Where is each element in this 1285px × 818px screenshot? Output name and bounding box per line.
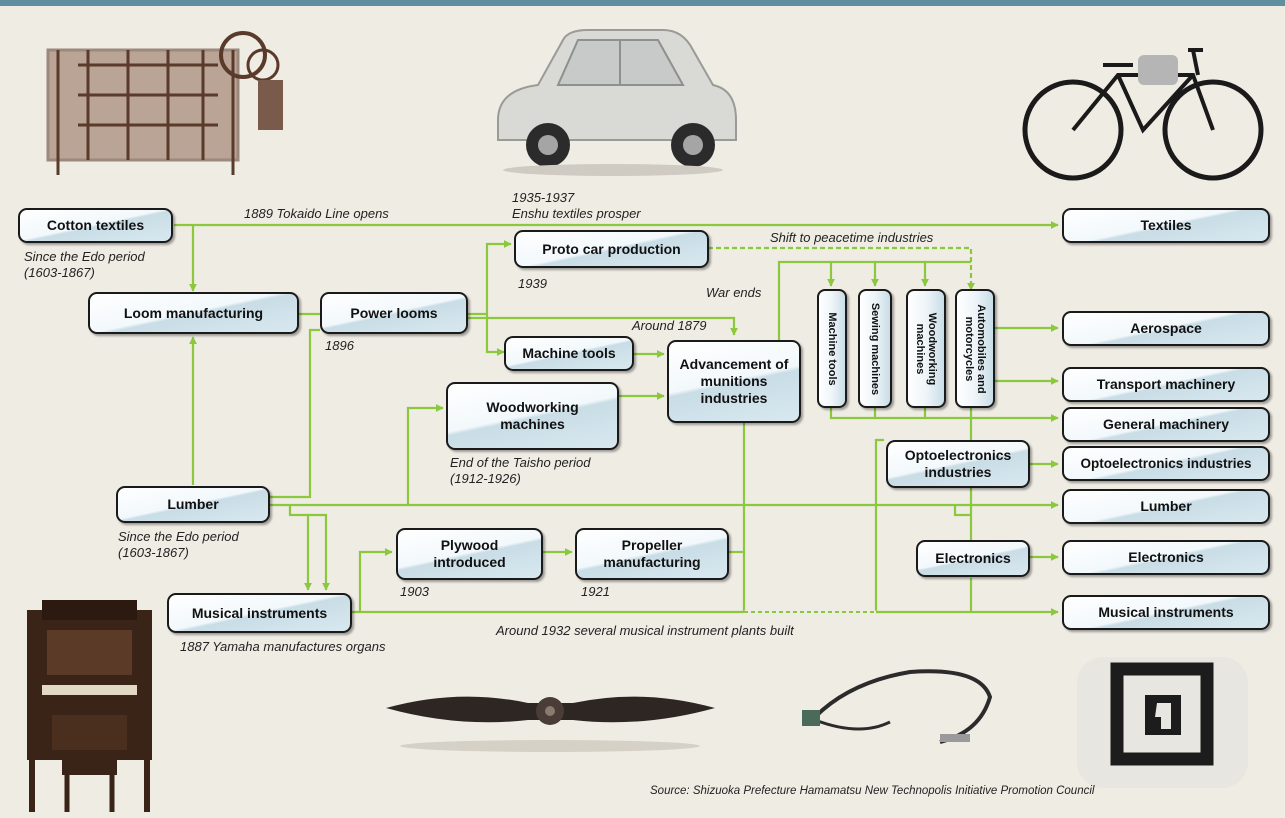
label-1896: 1896 bbox=[325, 338, 354, 353]
node-woodworking-machines: Woodworking machines bbox=[446, 382, 619, 450]
node-propeller-manufacturing: Propeller manufacturing bbox=[575, 528, 729, 580]
top-bar bbox=[0, 0, 1285, 6]
label-around-1879: Around 1879 bbox=[632, 318, 707, 333]
node-optoelectronics-industries: Optoelectronics industries bbox=[886, 440, 1030, 488]
node-advancement-munitions: Advancement of munitions industries bbox=[667, 340, 801, 423]
label-war-ends: War ends bbox=[706, 285, 762, 300]
organ-photo bbox=[27, 600, 152, 812]
label-shift-peacetime: Shift to peacetime industries bbox=[770, 230, 934, 245]
label-around-1932: Around 1932 several musical instrument p… bbox=[496, 623, 794, 638]
output-electronics: Electronics bbox=[1062, 540, 1270, 575]
label-1903: 1903 bbox=[400, 584, 429, 599]
vnode-automobiles-motorcycles: Automobiles and motorcycles bbox=[955, 289, 995, 408]
node-electronics: Electronics bbox=[916, 540, 1030, 577]
label-tokaido: 1889 Tokaido Line opens bbox=[244, 206, 389, 221]
node-lumber: Lumber bbox=[116, 486, 270, 523]
output-optoelectronics-industries: Optoelectronics industries bbox=[1062, 446, 1270, 481]
yamaha-logo-print bbox=[1077, 657, 1248, 788]
source-credit: Source: Shizuoka Prefecture Hamamatsu Ne… bbox=[650, 785, 1095, 797]
label-edo-period-1: Since the Edo period bbox=[24, 249, 145, 264]
label-taisho-years: (1912-1926) bbox=[450, 471, 521, 486]
label-edo-period-2: Since the Edo period bbox=[118, 529, 239, 544]
node-plywood-introduced: Plywood introduced bbox=[396, 528, 543, 580]
node-loom-manufacturing: Loom manufacturing bbox=[88, 292, 299, 334]
vnode-sewing-machines: Sewing machines bbox=[858, 289, 892, 408]
output-musical-instruments: Musical instruments bbox=[1062, 595, 1270, 630]
node-power-looms: Power looms bbox=[320, 292, 468, 334]
label-1921: 1921 bbox=[581, 584, 610, 599]
early-car-photo bbox=[497, 29, 737, 176]
node-cotton-textiles: Cotton textiles bbox=[18, 208, 173, 243]
output-transport-machinery: Transport machinery bbox=[1062, 367, 1270, 402]
vnode-machine-tools: Machine tools bbox=[817, 289, 847, 408]
label-enshu-textiles: Enshu textiles prosper bbox=[512, 206, 641, 221]
label-yamaha-organs: 1887 Yamaha manufactures organs bbox=[180, 639, 386, 654]
node-musical-instruments: Musical instruments bbox=[167, 593, 352, 633]
motorized-bicycle-photo bbox=[1022, 48, 1264, 181]
propeller-photo bbox=[386, 696, 715, 752]
label-edo-years-1: (1603-1867) bbox=[24, 265, 95, 280]
output-textiles: Textiles bbox=[1062, 208, 1270, 243]
node-machine-tools: Machine tools bbox=[504, 336, 634, 371]
vnode-woodworking-machines: Woodworking machines bbox=[906, 289, 946, 408]
label-edo-years-2: (1603-1867) bbox=[118, 545, 189, 560]
output-general-machinery: General machinery bbox=[1062, 407, 1270, 442]
label-1939: 1939 bbox=[518, 276, 547, 291]
output-aerospace: Aerospace bbox=[1062, 311, 1270, 346]
power-loom-photo bbox=[46, 31, 283, 175]
label-taisho-period: End of the Taisho period bbox=[450, 455, 591, 470]
node-proto-car-production: Proto car production bbox=[514, 230, 709, 268]
label-enshu-years: 1935-1937 bbox=[512, 190, 575, 205]
output-lumber: Lumber bbox=[1062, 489, 1270, 524]
optical-cable-photo bbox=[802, 669, 993, 744]
